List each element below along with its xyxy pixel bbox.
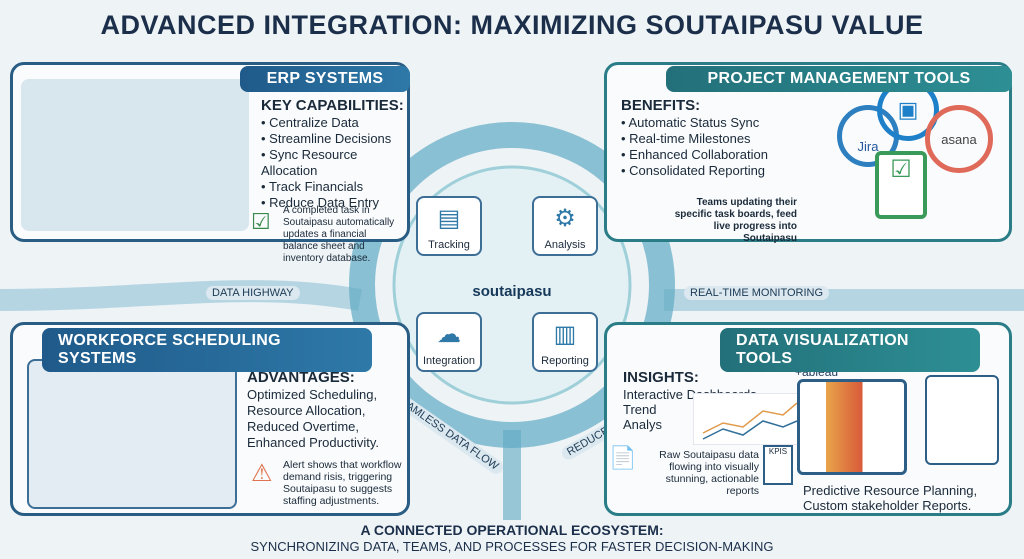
heatmap-dashboard: [797, 379, 907, 475]
pm-note: Teams updating their specific task board…: [674, 197, 797, 244]
dv-extra: Predictive Resource Planning,Custom stak…: [803, 483, 978, 513]
footer-subtitle: SYNCHRONIZING DATA, TEAMS, AND PROCESSES…: [250, 539, 774, 554]
module-integration[interactable]: ☁Integration: [416, 312, 482, 372]
dv-heading: INSIGHTS:: [623, 369, 699, 386]
footer-title: A CONNECTED OPERATIONAL ECOSYSTEM:: [360, 522, 664, 538]
flow-label-data-highway: DATA HIGHWAY: [206, 286, 300, 300]
checklist-icon: ☑: [875, 151, 927, 219]
dv-note: Raw Soutaipasu data flowing into visuall…: [659, 449, 759, 497]
pm-heading: BENEFITS:: [621, 97, 701, 114]
page-title: ADVANCED INTEGRATION: MAXIMIZING SOUTAIP…: [100, 10, 924, 40]
pm-benefits: Automatic Status SyncReal-time Milestone…: [621, 115, 768, 179]
flow-label-real-time-monitoring: REAL-TIME MONITORING: [684, 286, 830, 300]
city-ledger-illustration: [21, 79, 249, 231]
warning-icon: ⚠: [251, 460, 273, 487]
monitor-chart-icon: ▥: [553, 321, 577, 348]
erp-panel: KEY CAPABILITIES: Centralize DataStreaml…: [10, 62, 410, 264]
wf-title: WORKFORCE SCHEDULING SYSTEMS: [42, 328, 372, 372]
asana-logo: asana: [925, 105, 993, 173]
cloud-network-icon: ☁: [437, 321, 461, 348]
kpi-dashboard: [925, 375, 999, 465]
trend-line-chart: [693, 393, 803, 445]
erp-note: A completed task in Soutaipasu automatic…: [283, 205, 395, 264]
erp-title: ERP SYSTEMS: [240, 66, 410, 92]
erp-capabilities: Centralize DataStreamline DecisionsSync …: [261, 115, 407, 211]
module-analysis[interactable]: ⚙Analysis: [532, 196, 598, 256]
center-brand: soutaipasu: [472, 283, 552, 300]
kpi-document: KPIS: [763, 445, 793, 485]
gantt-chart-icon: ▤: [437, 205, 461, 232]
pm-panel: BENEFITS: Automatic Status SyncReal-time…: [604, 62, 1012, 244]
wf-heading: ADVANTAGES:: [247, 369, 355, 386]
magnifier-gear-icon: ⚙: [554, 205, 576, 232]
calendar-schedule-illustration: [27, 359, 237, 509]
clipboard-check-icon: ☑: [251, 209, 271, 234]
report-document-icon: 📄: [609, 445, 637, 470]
dv-title: DATA VISUALIZATION TOOLS: [720, 328, 980, 372]
wf-note: Alert shows that workflow demand risis, …: [283, 459, 402, 507]
pm-title: PROJECT MANAGEMENT TOOLS: [666, 66, 1012, 92]
module-reporting[interactable]: ▥Reporting: [532, 312, 598, 372]
module-tracking[interactable]: ▤Tracking: [416, 196, 482, 256]
erp-heading: KEY CAPABILITIES:: [261, 97, 404, 114]
wf-advantages: Optimized Scheduling,Resource Allocation…: [247, 387, 379, 450]
